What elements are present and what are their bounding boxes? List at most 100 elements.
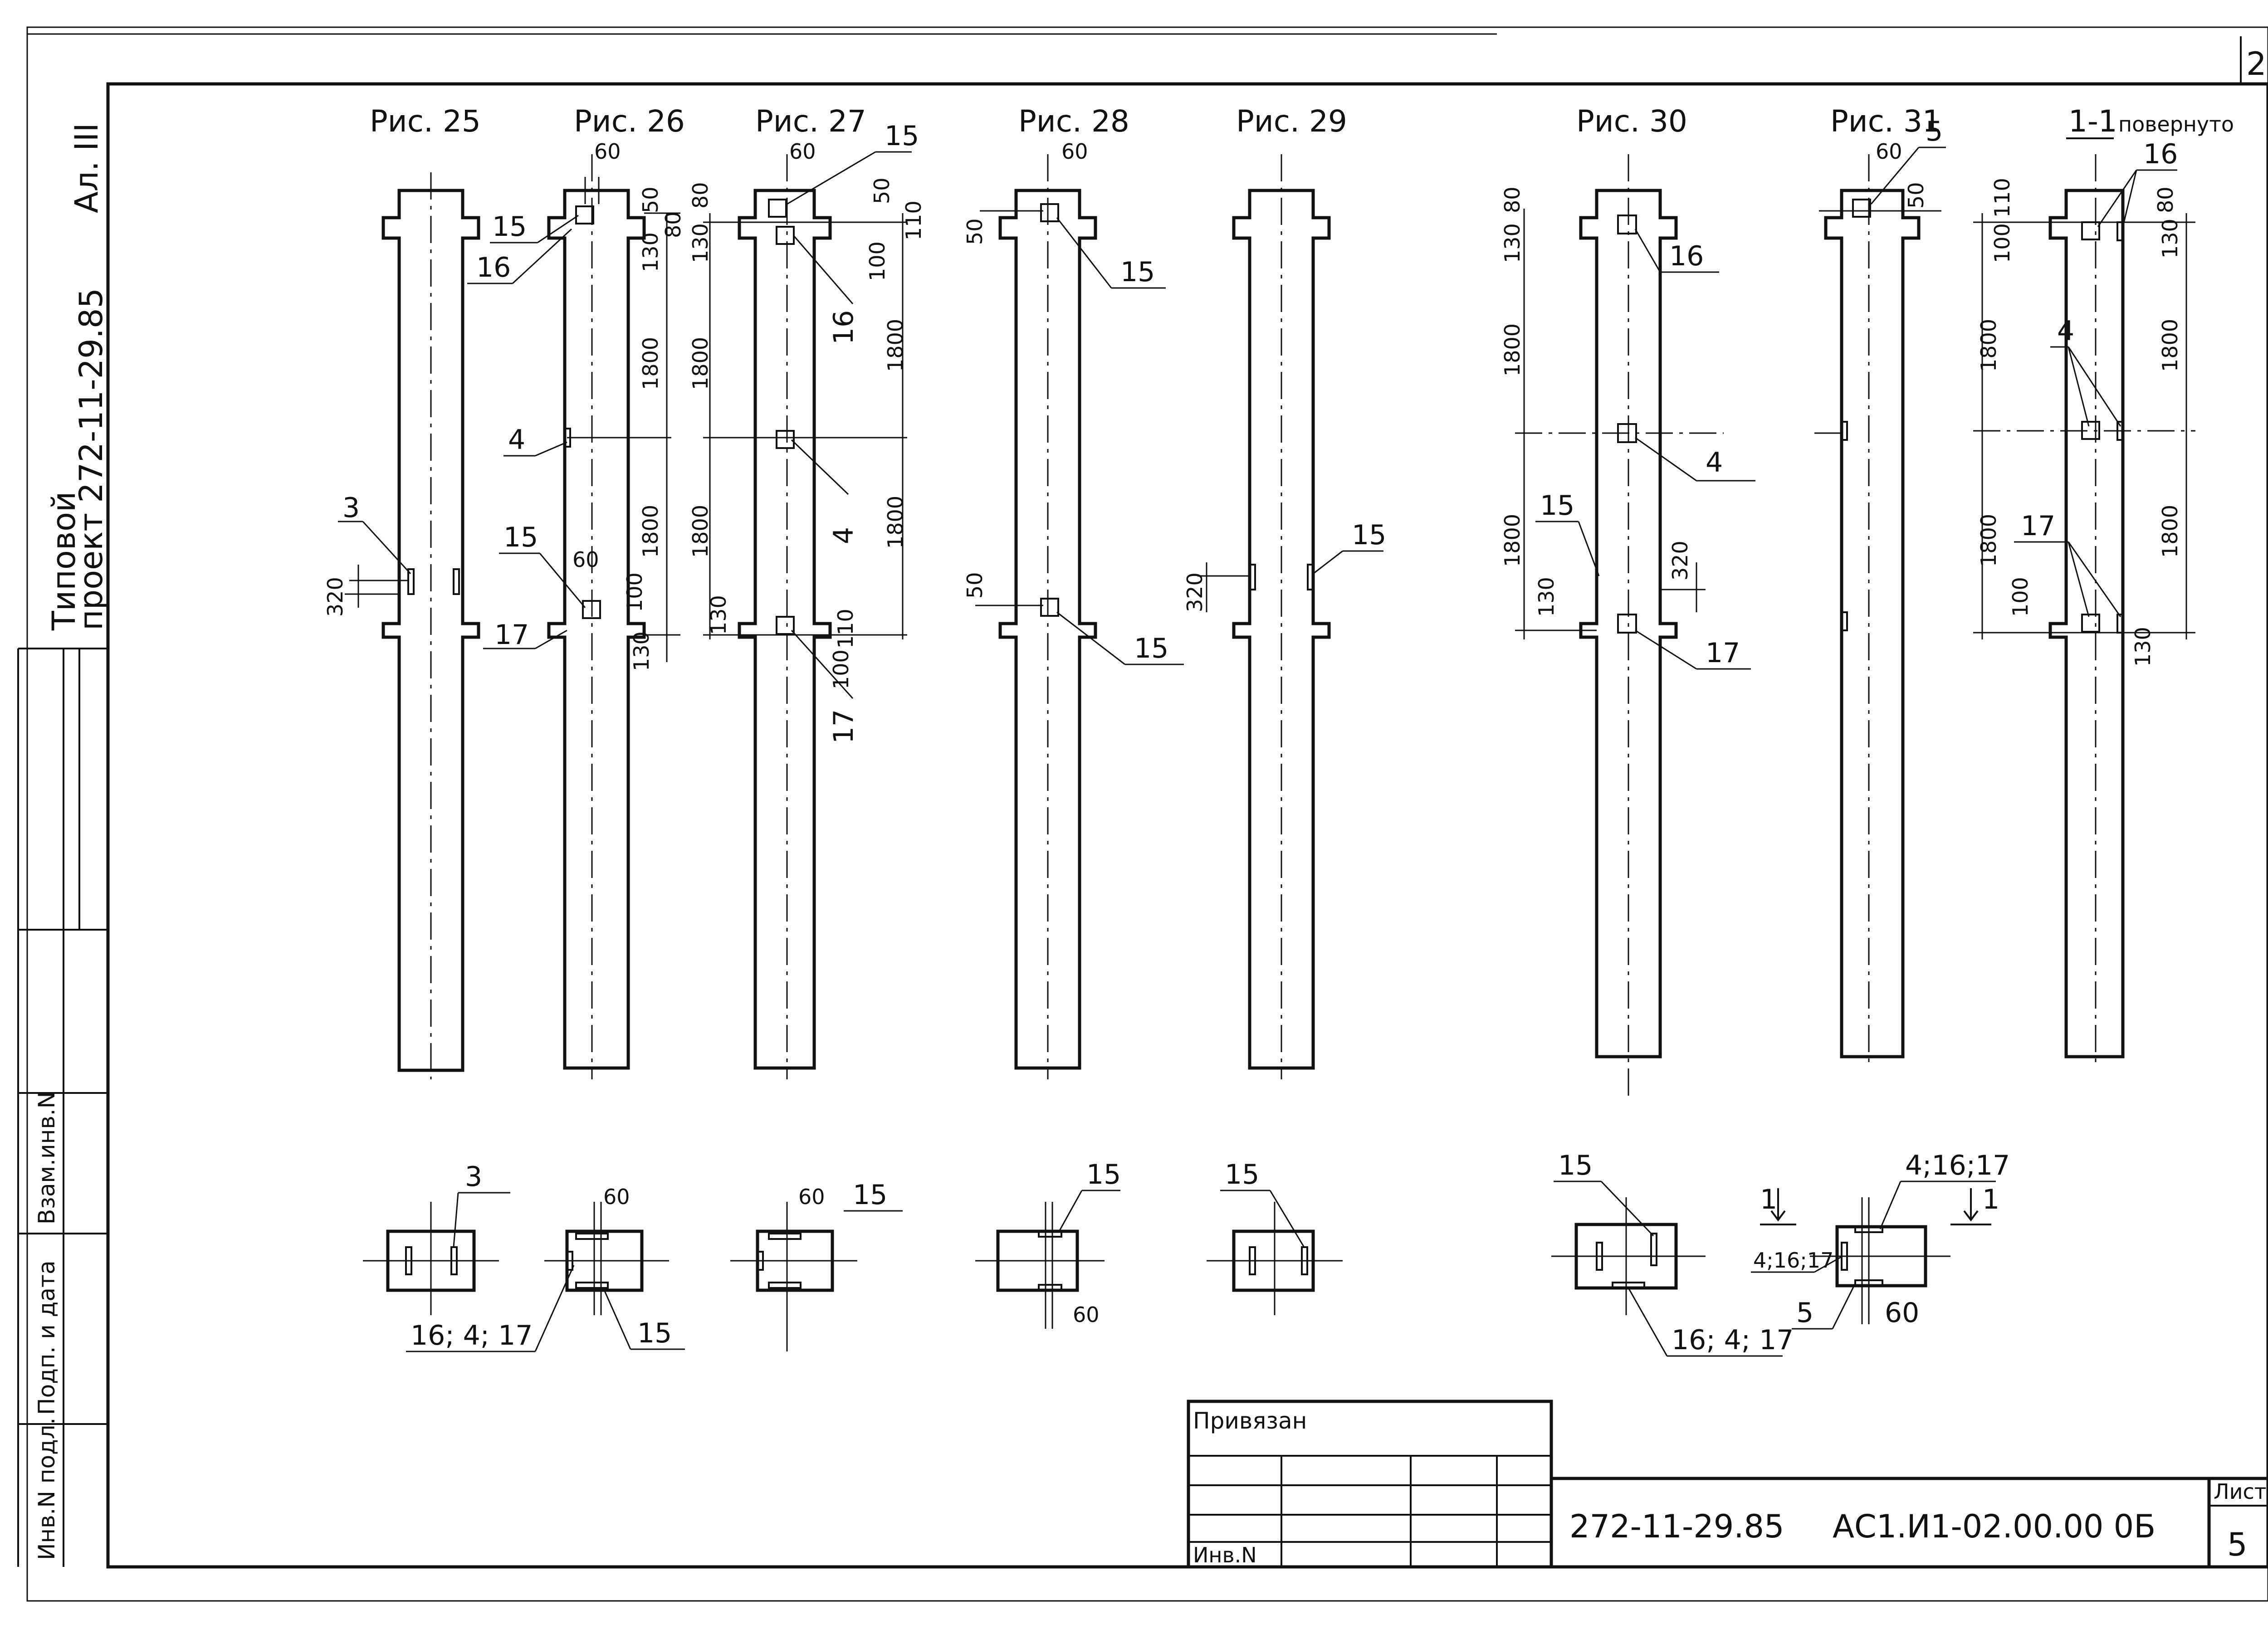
fig26-pos-15-mid: 15 <box>503 522 538 553</box>
vzam-inv-label: Взам.инв.N <box>34 1092 60 1224</box>
fig28-pos-15-bot: 15 <box>1134 633 1168 664</box>
sec11-dim-1800-left: 1800 <box>1976 319 2001 372</box>
fig27-dim-130-bot: 130 <box>706 595 731 635</box>
fig31-pos-5: 5 <box>1926 116 1943 147</box>
fig28-dim-60: 60 <box>1061 139 1088 164</box>
plan28-pos-15: 15 <box>1086 1159 1121 1190</box>
fig27-dim-50: 50 <box>870 177 894 204</box>
sec11-dim-130-bot: 130 <box>2131 627 2155 667</box>
column-fig-31: 60 50 5 <box>1814 116 1946 1066</box>
fig25-dim-320: 320 <box>323 577 347 617</box>
fig27-dim-130-top: 130 <box>688 223 713 263</box>
plan26-pos-15: 15 <box>637 1317 672 1349</box>
sec11-dim-100-bot: 100 <box>2008 577 2033 617</box>
inv-podl-label: Инв.N подл. <box>34 1418 60 1560</box>
fig30-pos-15: 15 <box>1540 490 1574 522</box>
sec11-pos-17: 17 <box>2021 510 2055 542</box>
project-code: 272-11-29.85 <box>1569 1508 1784 1545</box>
plan-sec-dim-60: 60 <box>1885 1297 1919 1329</box>
fig27-dim-110-top: 110 <box>901 200 926 240</box>
fig26-pos-4: 4 <box>508 424 525 456</box>
fig30-dim-1800-bot: 1800 <box>1500 514 1525 567</box>
fig25-pos-3: 3 <box>342 492 360 524</box>
plan26-combo: 16; 4; 17 <box>411 1320 533 1351</box>
fig30-dim-130-bot: 130 <box>1534 577 1559 617</box>
fig25-pos-16: 16 <box>476 252 511 283</box>
plan29-pos-15: 15 <box>1225 1159 1259 1190</box>
fig26-dim-130-bot: 130 <box>629 631 654 671</box>
fig30-dim-80: 80 <box>1500 186 1525 213</box>
fig-25-title: Рис. 25 <box>370 104 481 139</box>
fig-31-title: Рис. 31 <box>1830 104 1941 139</box>
fig27-dim-100-bot: 100 <box>829 649 853 689</box>
project-line-1: Типовой <box>45 492 83 631</box>
title-block: Привязан Инв.N 272-11-29.85 АС1.И1-02.00… <box>1187 1400 2268 1569</box>
plan-fig-25: 3 <box>363 1161 510 1315</box>
fig30-pos-4: 4 <box>1706 447 1723 478</box>
fig27-dim-1800-right: 1800 <box>883 319 908 372</box>
fig-30-title: Рис. 30 <box>1576 104 1687 139</box>
section-mark-left: 1 <box>1760 1184 1777 1215</box>
sec11-dim-110: 110 <box>1990 178 2014 218</box>
plan-section-1-1: 4;16;17 4;16;17 5 60 1 1 <box>1751 1150 2010 1330</box>
plan-sec-combo-top: 4;16;17 <box>1905 1150 2010 1181</box>
fig29-dim-320: 320 <box>1183 572 1207 612</box>
sec11-dim-130-top: 130 <box>2158 219 2182 259</box>
plan26-dim-60: 60 <box>603 1185 630 1209</box>
plan30-combo: 16; 4; 17 <box>1672 1324 1794 1356</box>
fig27-dim-1800-left: 1800 <box>688 337 713 390</box>
album-label: Ал. III <box>68 123 105 213</box>
fig28-dim-50-top: 50 <box>963 218 987 245</box>
fig27-pos-16: 16 <box>828 310 860 345</box>
plan27-pos-15: 15 <box>853 1179 887 1211</box>
fig-29-title: Рис. 29 <box>1236 104 1347 139</box>
fig30-dim-1800-top: 1800 <box>1500 323 1525 376</box>
fig26-dim-60-mid: 60 <box>572 547 599 572</box>
fig26-pos-15-top: 15 <box>492 211 527 243</box>
sec11-pos-16: 16 <box>2143 138 2178 170</box>
fig30-pos-16: 16 <box>1669 240 1704 272</box>
fig27-dim-110-bot: 110 <box>833 609 858 649</box>
fig-26-title: Рис. 26 <box>574 104 685 139</box>
sec11-dim-1800-left-bot: 1800 <box>1976 514 2001 567</box>
fig26-dim-100: 100 <box>622 572 647 612</box>
fig29-pos-15: 15 <box>1352 519 1386 551</box>
column-fig-25: 320 3 16 17 <box>323 172 572 1079</box>
plan-sec-combo-left: 4;16;17 <box>1753 1248 1833 1273</box>
list-label: Лист <box>2214 1479 2267 1504</box>
fig27-dim-1800-left-bot: 1800 <box>688 505 713 558</box>
column-fig-30: 80 130 1800 1800 130 320 16 4 15 17 <box>1500 154 1755 1097</box>
fig30-pos-17: 17 <box>1706 637 1740 669</box>
fig26-dim-60-top: 60 <box>594 139 621 164</box>
section-mark-right: 1 <box>1982 1184 1999 1215</box>
plan-fig-30: 15 16; 4; 17 <box>1551 1150 1794 1357</box>
fig25-pos-17: 17 <box>494 619 529 651</box>
plan27-dim-60: 60 <box>798 1185 825 1209</box>
plan-sec-pos-5: 5 <box>1796 1297 1813 1329</box>
fig-28-title: Рис. 28 <box>1018 104 1129 139</box>
fig27-pos-15: 15 <box>885 120 919 152</box>
fig31-dim-60: 60 <box>1876 139 1902 164</box>
fig31-dim-50: 50 <box>1904 182 1928 209</box>
left-strip: Инв.N подл. Подп. и дата Взам.инв.N Ал. … <box>17 123 110 1567</box>
plan-fig-29: 15 <box>1207 1159 1343 1315</box>
fig26-dim-130-top: 130 <box>638 232 663 272</box>
fig26-dim-1800-top: 1800 <box>638 337 663 390</box>
column-fig-29: 320 15 <box>1183 154 1386 1079</box>
section-1-1: 110 100 1800 1800 100 80 130 1800 1800 1… <box>1973 138 2195 1066</box>
plan30-pos-15: 15 <box>1558 1150 1593 1181</box>
sec11-dim-100: 100 <box>1990 223 2014 263</box>
section-1-1-title: 1-1 <box>2068 104 2117 139</box>
fig28-pos-15-top: 15 <box>1120 256 1155 288</box>
plan-fig-26: 60 15 16; 4; 17 <box>406 1185 685 1352</box>
plan25-pos-3: 3 <box>465 1161 482 1193</box>
list-number: 5 <box>2227 1526 2248 1563</box>
column-fig-27: 60 80 130 1800 1800 130 50 110 100 1800 … <box>688 120 926 1079</box>
outer-frame <box>26 26 2268 1602</box>
fig27-dim-60: 60 <box>789 139 816 164</box>
sec11-pos-4: 4 <box>2057 315 2074 347</box>
column-fig-26: 60 50 80 130 1800 1800 100 130 60 15 4 1… <box>490 139 685 1079</box>
sec11-dim-1800-right-bot: 1800 <box>2158 505 2182 558</box>
sheet-corner-number: 24 <box>2246 45 2268 83</box>
